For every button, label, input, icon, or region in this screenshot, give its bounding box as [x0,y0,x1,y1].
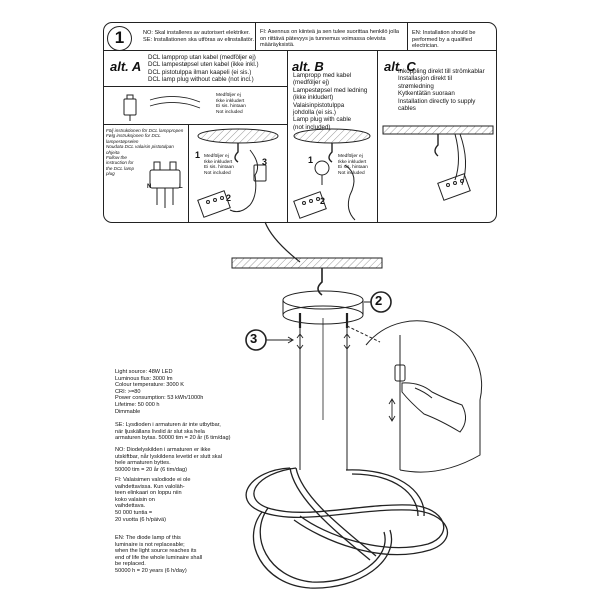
alt-c-description: Inkoppling direkt till strömkablar Insta… [398,68,485,113]
alt-a-divider-1 [103,86,287,87]
terminal-block-icon [197,190,231,218]
alt-a-small-note: Medföljer ej Ikke inkludert Ei sis. hint… [216,93,246,115]
installation-panel [103,22,497,223]
header-sep-1 [255,22,256,50]
alt-a-instructions: Följ instruktionen för DCL lamppropen Fø… [106,128,184,177]
canopy [282,290,364,328]
alt-c-title: alt. C [384,59,416,74]
alt-b-title: alt. B [292,59,324,74]
alt-a-title: alt. A [110,59,142,74]
alt-b-label-1: 1 [308,155,314,165]
dcl-socket-icon [149,161,181,208]
alt-a-divider-2 [103,124,287,125]
alt-a-note-2: Medföljer ej Ikke inkludert Ei sis. hint… [204,154,234,176]
spec-se: SE: Lysdioden i armaturen är inte utbytb… [115,422,231,442]
warning-en: EN: Installation should be performed by … [412,30,476,50]
col-sep-bc [377,50,378,223]
alt-b-label-2: 2 [320,196,326,206]
terminal-block-c-icon [437,173,471,201]
ceiling [231,257,383,269]
header-divider [103,50,497,51]
alt-a-label-3: 3 [262,157,268,167]
spec-fi: FI: Valaisimen valodiode ei ole vaihdett… [115,477,191,523]
warning-se-no: NO: Skal installeres av autorisert elekt… [143,30,255,43]
alt-a-label-n: N [147,184,152,190]
dcl-plug-icon [123,94,137,121]
callout-2-label: 2 [375,293,383,308]
alt-a-label-l: L [179,184,183,190]
terminal-block-b-icon [293,191,327,219]
alt-a-label-2: 2 [226,193,232,203]
alt-b-note: Medföljer ej Ikke inkludert Ei sis. hint… [338,154,368,176]
header-sep-2 [407,22,408,50]
luminaire-rings [245,467,448,589]
col-sep-ab [287,50,288,223]
adjust-arrow-icon [296,333,351,350]
callout-3-label: 3 [250,331,258,346]
alt-b-description: Lampropp med kabel (medföljer ej) Lampes… [293,72,368,131]
spec-list: Light source: 48W LED Luminous flux: 300… [115,369,204,415]
spec-no: NO: Diodelyskilden i armaturen er ikke u… [115,447,222,473]
alt-a-label-1: 1 [195,150,201,160]
alt-a-description: DCL lampprop utan kabel (medföljer ej) D… [148,54,259,84]
spec-en: EN: The diode lamp of this luminaire is … [115,535,203,574]
detail-zoom-circle [365,320,483,473]
alt-a-inner-sep [188,124,189,223]
warning-fi: FI: Asennus on kiinteä ja sen tulee suor… [260,29,399,49]
hand-icon [401,382,466,433]
